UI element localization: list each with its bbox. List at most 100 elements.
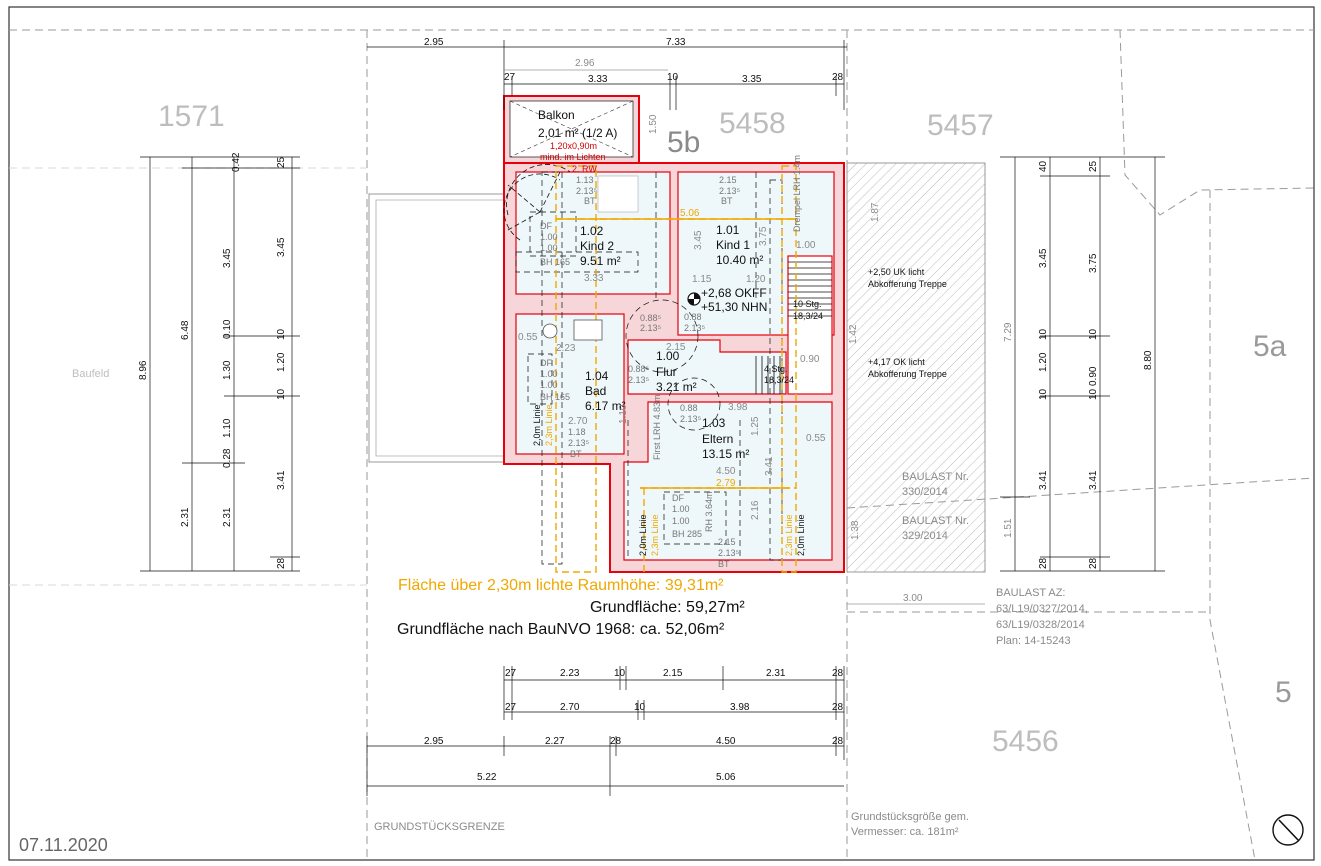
svg-text:0.88: 0.88 xyxy=(684,312,702,322)
svg-text:10: 10 xyxy=(667,72,679,83)
svg-text:3.45: 3.45 xyxy=(693,230,704,250)
svg-text:25: 25 xyxy=(276,156,287,168)
svg-text:2.13⁵: 2.13⁵ xyxy=(628,375,650,385)
svg-text:First LRH 4.83m: First LRH 4.83m xyxy=(652,394,662,460)
svg-text:2.13⁵: 2.13⁵ xyxy=(684,323,706,333)
grenze-label: GRUNDSTÜCKSGRENZE xyxy=(374,821,505,833)
svg-text:2.23: 2.23 xyxy=(560,668,580,679)
svg-text:2,01 m² (1/2 A): 2,01 m² (1/2 A) xyxy=(538,126,617,140)
svg-text:Drempel LRH 1.4m: Drempel LRH 1.4m xyxy=(792,155,802,232)
svg-text:1.00: 1.00 xyxy=(540,369,558,379)
svg-text:3.45: 3.45 xyxy=(222,248,233,268)
parcel-5a: 5a xyxy=(1253,330,1287,363)
svg-text:1.38: 1.38 xyxy=(850,520,861,540)
svg-text:2,0m Linie: 2,0m Linie xyxy=(638,514,648,556)
svg-text:10: 10 xyxy=(276,328,287,340)
svg-text:2.70: 2.70 xyxy=(568,416,588,427)
svg-text:4.50: 4.50 xyxy=(716,736,736,747)
room-kind1: 1.01 Kind 1 10.40 m² xyxy=(716,223,763,267)
svg-text:1,20x0,90m: 1,20x0,90m xyxy=(550,141,597,151)
svg-text:1.50: 1.50 xyxy=(648,114,659,134)
svg-text:2.16: 2.16 xyxy=(750,500,761,520)
baufeld-label: Baufeld xyxy=(72,368,109,380)
svg-text:2.23: 2.23 xyxy=(556,343,576,354)
svg-text:10 Stg.: 10 Stg. xyxy=(793,299,822,309)
svg-text:2.70: 2.70 xyxy=(560,702,580,713)
svg-text:3.98: 3.98 xyxy=(728,402,748,413)
svg-text:10: 10 xyxy=(1088,328,1099,340)
svg-text:2.27: 2.27 xyxy=(545,736,565,747)
parcel-5457: 5457 xyxy=(927,109,994,142)
svg-text:Balkon: Balkon xyxy=(538,108,575,122)
plan-date: 07.11.2020 xyxy=(19,835,108,855)
svg-text:2.13⁵: 2.13⁵ xyxy=(680,414,702,424)
svg-text:1.20: 1.20 xyxy=(1038,352,1049,372)
room-bad: 1.04 Bad 6.17 m² xyxy=(585,369,626,413)
dims-top: 2.95 7.33 2.96 27 3.33 10 3.35 28 xyxy=(424,37,844,85)
svg-text:0.88⁵: 0.88⁵ xyxy=(628,364,650,374)
svg-text:10: 10 xyxy=(1088,388,1099,400)
level-marker-icon xyxy=(687,292,701,306)
svg-text:BT: BT xyxy=(718,559,730,569)
svg-text:10.40 m²: 10.40 m² xyxy=(716,253,763,267)
svg-text:10: 10 xyxy=(276,388,287,400)
svg-text:2.15: 2.15 xyxy=(718,537,736,547)
parcel-numbers: 1571 5458 5457 5b 5a 5 5456 xyxy=(158,100,1292,758)
svg-text:+4,17 OK licht: +4,17 OK licht xyxy=(868,357,925,367)
svg-text:1.04: 1.04 xyxy=(585,369,609,383)
svg-text:BAULAST Nr.: BAULAST Nr. xyxy=(902,515,969,527)
svg-text:1.13: 1.13 xyxy=(576,175,594,185)
svg-text:2.31: 2.31 xyxy=(766,668,786,679)
room-kind2: 1.02 Kind 2 9.51 m² xyxy=(580,224,621,268)
svg-text:2.15: 2.15 xyxy=(719,175,737,185)
svg-text:329/2014: 329/2014 xyxy=(902,530,948,542)
svg-text:1.00: 1.00 xyxy=(540,243,558,253)
svg-text:3.45: 3.45 xyxy=(1038,248,1049,268)
svg-text:27: 27 xyxy=(505,702,517,713)
svg-text:2.31: 2.31 xyxy=(180,507,191,527)
svg-text:5.22: 5.22 xyxy=(477,772,497,783)
baulast-az: BAULAST AZ: 63/L19/0327/2014, 63/L19/032… xyxy=(996,587,1088,647)
svg-text:28: 28 xyxy=(1088,557,1099,569)
svg-text:Kind 1: Kind 1 xyxy=(716,238,750,252)
dims-bottom: 27 2.23 10 2.15 2.31 28 27 2.70 10 3.98 … xyxy=(424,593,923,783)
room-eltern: 1.03 Eltern 13.15 m² xyxy=(702,416,749,461)
svg-text:2. RW: 2. RW xyxy=(572,164,597,174)
svg-text:2.96: 2.96 xyxy=(575,58,595,69)
svg-text:Abkofferung Treppe: Abkofferung Treppe xyxy=(868,279,947,289)
svg-text:1.00: 1.00 xyxy=(656,349,680,363)
svg-text:0.42: 0.42 xyxy=(231,152,242,172)
svg-text:7.33: 7.33 xyxy=(666,37,686,48)
svg-text:1.30: 1.30 xyxy=(222,360,233,380)
svg-text:28: 28 xyxy=(832,72,844,83)
svg-text:1.00: 1.00 xyxy=(796,240,816,251)
parcel-boundaries xyxy=(9,29,1315,861)
stair-labels: 10 Stg. 18,3/24 4 Stg. 18,3/24 xyxy=(764,299,823,385)
svg-text:8.96: 8.96 xyxy=(138,360,149,380)
window-labels: 1.13 2.13⁵ BT 2.15 2.13⁵ BT 1.18 2.13⁵ B… xyxy=(540,175,741,569)
svg-text:BH 165: BH 165 xyxy=(540,257,570,267)
svg-text:0.90: 0.90 xyxy=(800,354,820,365)
svg-text:DF: DF xyxy=(672,493,684,503)
parcel-5458: 5458 xyxy=(719,107,786,140)
north-arrow-icon xyxy=(1272,814,1304,846)
svg-text:1.15: 1.15 xyxy=(692,274,712,285)
svg-text:BH 165: BH 165 xyxy=(540,392,570,402)
svg-text:Flur: Flur xyxy=(656,365,677,379)
svg-text:6.17 m²: 6.17 m² xyxy=(585,399,626,413)
svg-text:4 Stg.: 4 Stg. xyxy=(764,364,788,374)
svg-text:28: 28 xyxy=(276,557,287,569)
svg-text:BT: BT xyxy=(570,449,582,459)
svg-text:1.25: 1.25 xyxy=(750,416,761,436)
svg-text:Kind 2: Kind 2 xyxy=(580,239,614,253)
parcel-5: 5 xyxy=(1275,676,1292,709)
svg-text:2.13⁵: 2.13⁵ xyxy=(640,323,662,333)
inner-dims: 5.06 3.33 2.23 2.70 3.98 4.50 2.79 2.15 … xyxy=(518,114,881,540)
svg-text:28: 28 xyxy=(832,668,844,679)
parcel-5456: 5456 xyxy=(992,725,1059,758)
svg-text:0.10: 0.10 xyxy=(222,319,233,339)
svg-text:1.00: 1.00 xyxy=(672,504,690,514)
note-upper: +2,50 UK licht Abkofferung Treppe xyxy=(868,267,947,289)
svg-text:Eltern: Eltern xyxy=(702,432,733,446)
svg-text:BT: BT xyxy=(584,196,596,206)
